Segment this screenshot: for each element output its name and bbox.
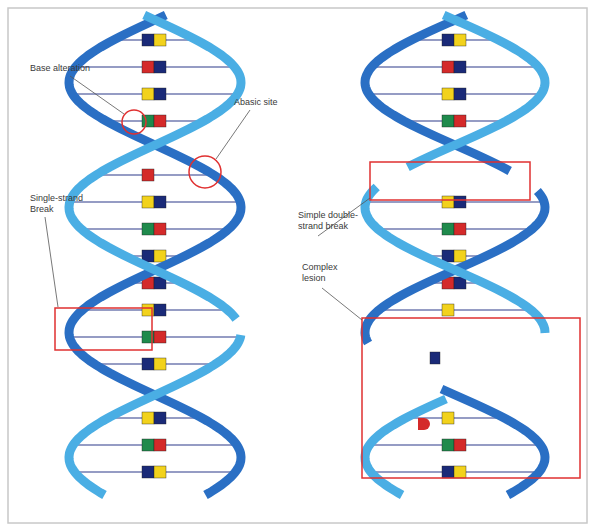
dna-strand: [69, 335, 241, 495]
base-block: [454, 223, 466, 235]
base-block: [154, 412, 166, 424]
dna-strand: [365, 399, 446, 495]
base-block: [142, 466, 154, 478]
base-block: [442, 223, 454, 235]
base-block: [154, 331, 166, 343]
altered-base: [418, 418, 430, 430]
base-block: [442, 196, 454, 208]
leader-line: [216, 110, 250, 159]
base-block: [154, 61, 166, 73]
callout-label: Base alteration: [30, 63, 90, 74]
base-block: [454, 88, 466, 100]
base-block: [442, 115, 454, 127]
single-strand-break-box: [55, 308, 152, 350]
base-pair-line: [96, 174, 214, 175]
base-block: [154, 223, 166, 235]
base-block: [454, 61, 466, 73]
base-block: [154, 115, 166, 127]
callout-label: Abasic site: [234, 97, 278, 108]
leader-line: [70, 76, 124, 114]
dna-strand: [365, 187, 545, 333]
base-block: [154, 196, 166, 208]
complex-lesion-box: [362, 318, 580, 478]
base-block: [454, 466, 466, 478]
base-block: [442, 88, 454, 100]
double-strand-break-box: [370, 162, 530, 200]
base-block: [454, 34, 466, 46]
callout-label: Simple double-strand break: [298, 210, 370, 232]
leader-line: [322, 288, 362, 320]
base-pair-line: [379, 309, 531, 310]
leader-lines: [45, 76, 370, 320]
base-block: [142, 34, 154, 46]
base-block: [142, 169, 154, 181]
base-block: [454, 115, 466, 127]
base-block: [142, 115, 154, 127]
base-block: [142, 88, 154, 100]
base-block: [154, 439, 166, 451]
base-block: [154, 88, 166, 100]
base-block: [442, 61, 454, 73]
base-block: [442, 439, 454, 451]
frame: [8, 8, 587, 523]
dna-strand: [408, 15, 545, 167]
dna-strand: [69, 15, 241, 319]
base-block: [442, 466, 454, 478]
base-block: [442, 412, 454, 424]
base-block: [442, 34, 454, 46]
base-block: [454, 439, 466, 451]
base-block: [154, 466, 166, 478]
callout-label: Single-strand Break: [30, 193, 100, 215]
base-block: [142, 358, 154, 370]
base-block: [154, 250, 166, 262]
base-block: [142, 439, 154, 451]
dna-helices: [69, 15, 545, 495]
callout-label: Complex lesion: [302, 262, 358, 284]
leader-line: [45, 217, 58, 307]
base-block: [454, 250, 466, 262]
base-block: [142, 412, 154, 424]
base-block: [142, 223, 154, 235]
base-block: [442, 304, 454, 316]
base-block: [430, 352, 440, 364]
base-block: [154, 34, 166, 46]
base-alteration-circle: [122, 110, 146, 134]
base-block: [454, 196, 466, 208]
base-block: [142, 196, 154, 208]
base-block: [142, 61, 154, 73]
base-block: [154, 358, 166, 370]
dna-strand: [442, 389, 546, 495]
base-block: [154, 304, 166, 316]
lesion-marks: [55, 110, 580, 478]
abasic-site-circle: [189, 156, 221, 188]
dna-strand: [69, 15, 241, 495]
